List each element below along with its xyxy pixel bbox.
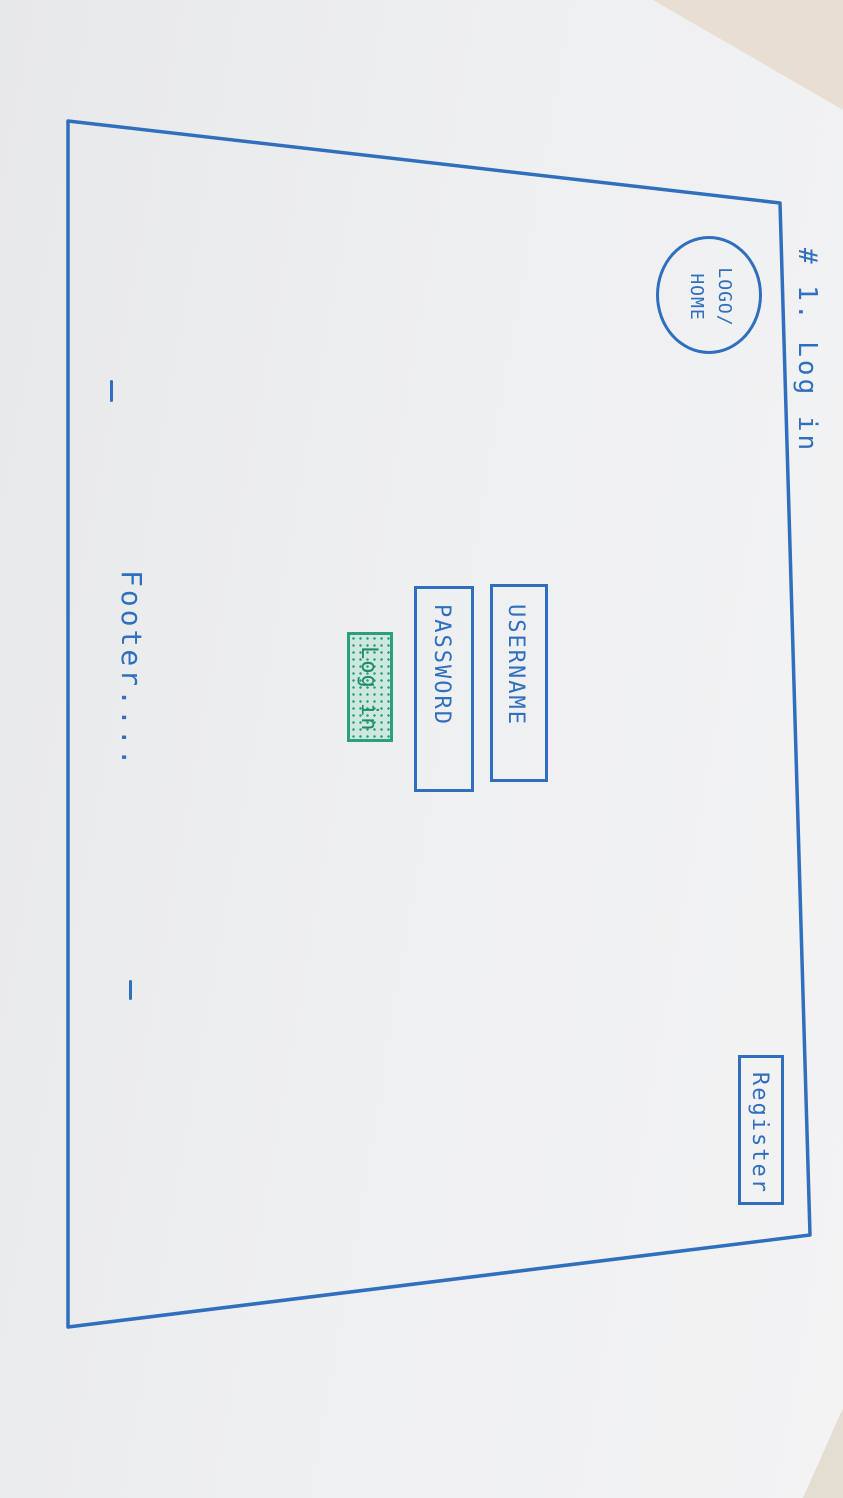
- login-button[interactable]: [347, 632, 393, 742]
- footer-divider-start: [110, 380, 113, 402]
- logo-line-1: LOGO/: [714, 267, 735, 327]
- register-button-label: Register: [747, 1072, 772, 1194]
- page-title: # 1. Log in: [792, 248, 822, 454]
- screen-frame-outline: [66, 119, 812, 1329]
- desk-background-corner: [653, 0, 843, 110]
- logo-home-text: LOGO/ HOME: [682, 262, 738, 332]
- register-button[interactable]: [738, 1055, 784, 1205]
- login-button-label: Log in: [356, 646, 381, 732]
- password-placeholder: PASSWORD: [429, 604, 454, 726]
- footer-text: Footer....: [115, 570, 148, 769]
- desk-background-bottom: [803, 1408, 843, 1498]
- username-placeholder: USERNAME: [503, 604, 528, 726]
- password-input[interactable]: [414, 586, 474, 792]
- logo-line-2: HOME: [686, 273, 707, 321]
- username-input[interactable]: [490, 584, 548, 782]
- footer-divider-end: [129, 980, 132, 1000]
- logo-home-link[interactable]: [656, 236, 762, 354]
